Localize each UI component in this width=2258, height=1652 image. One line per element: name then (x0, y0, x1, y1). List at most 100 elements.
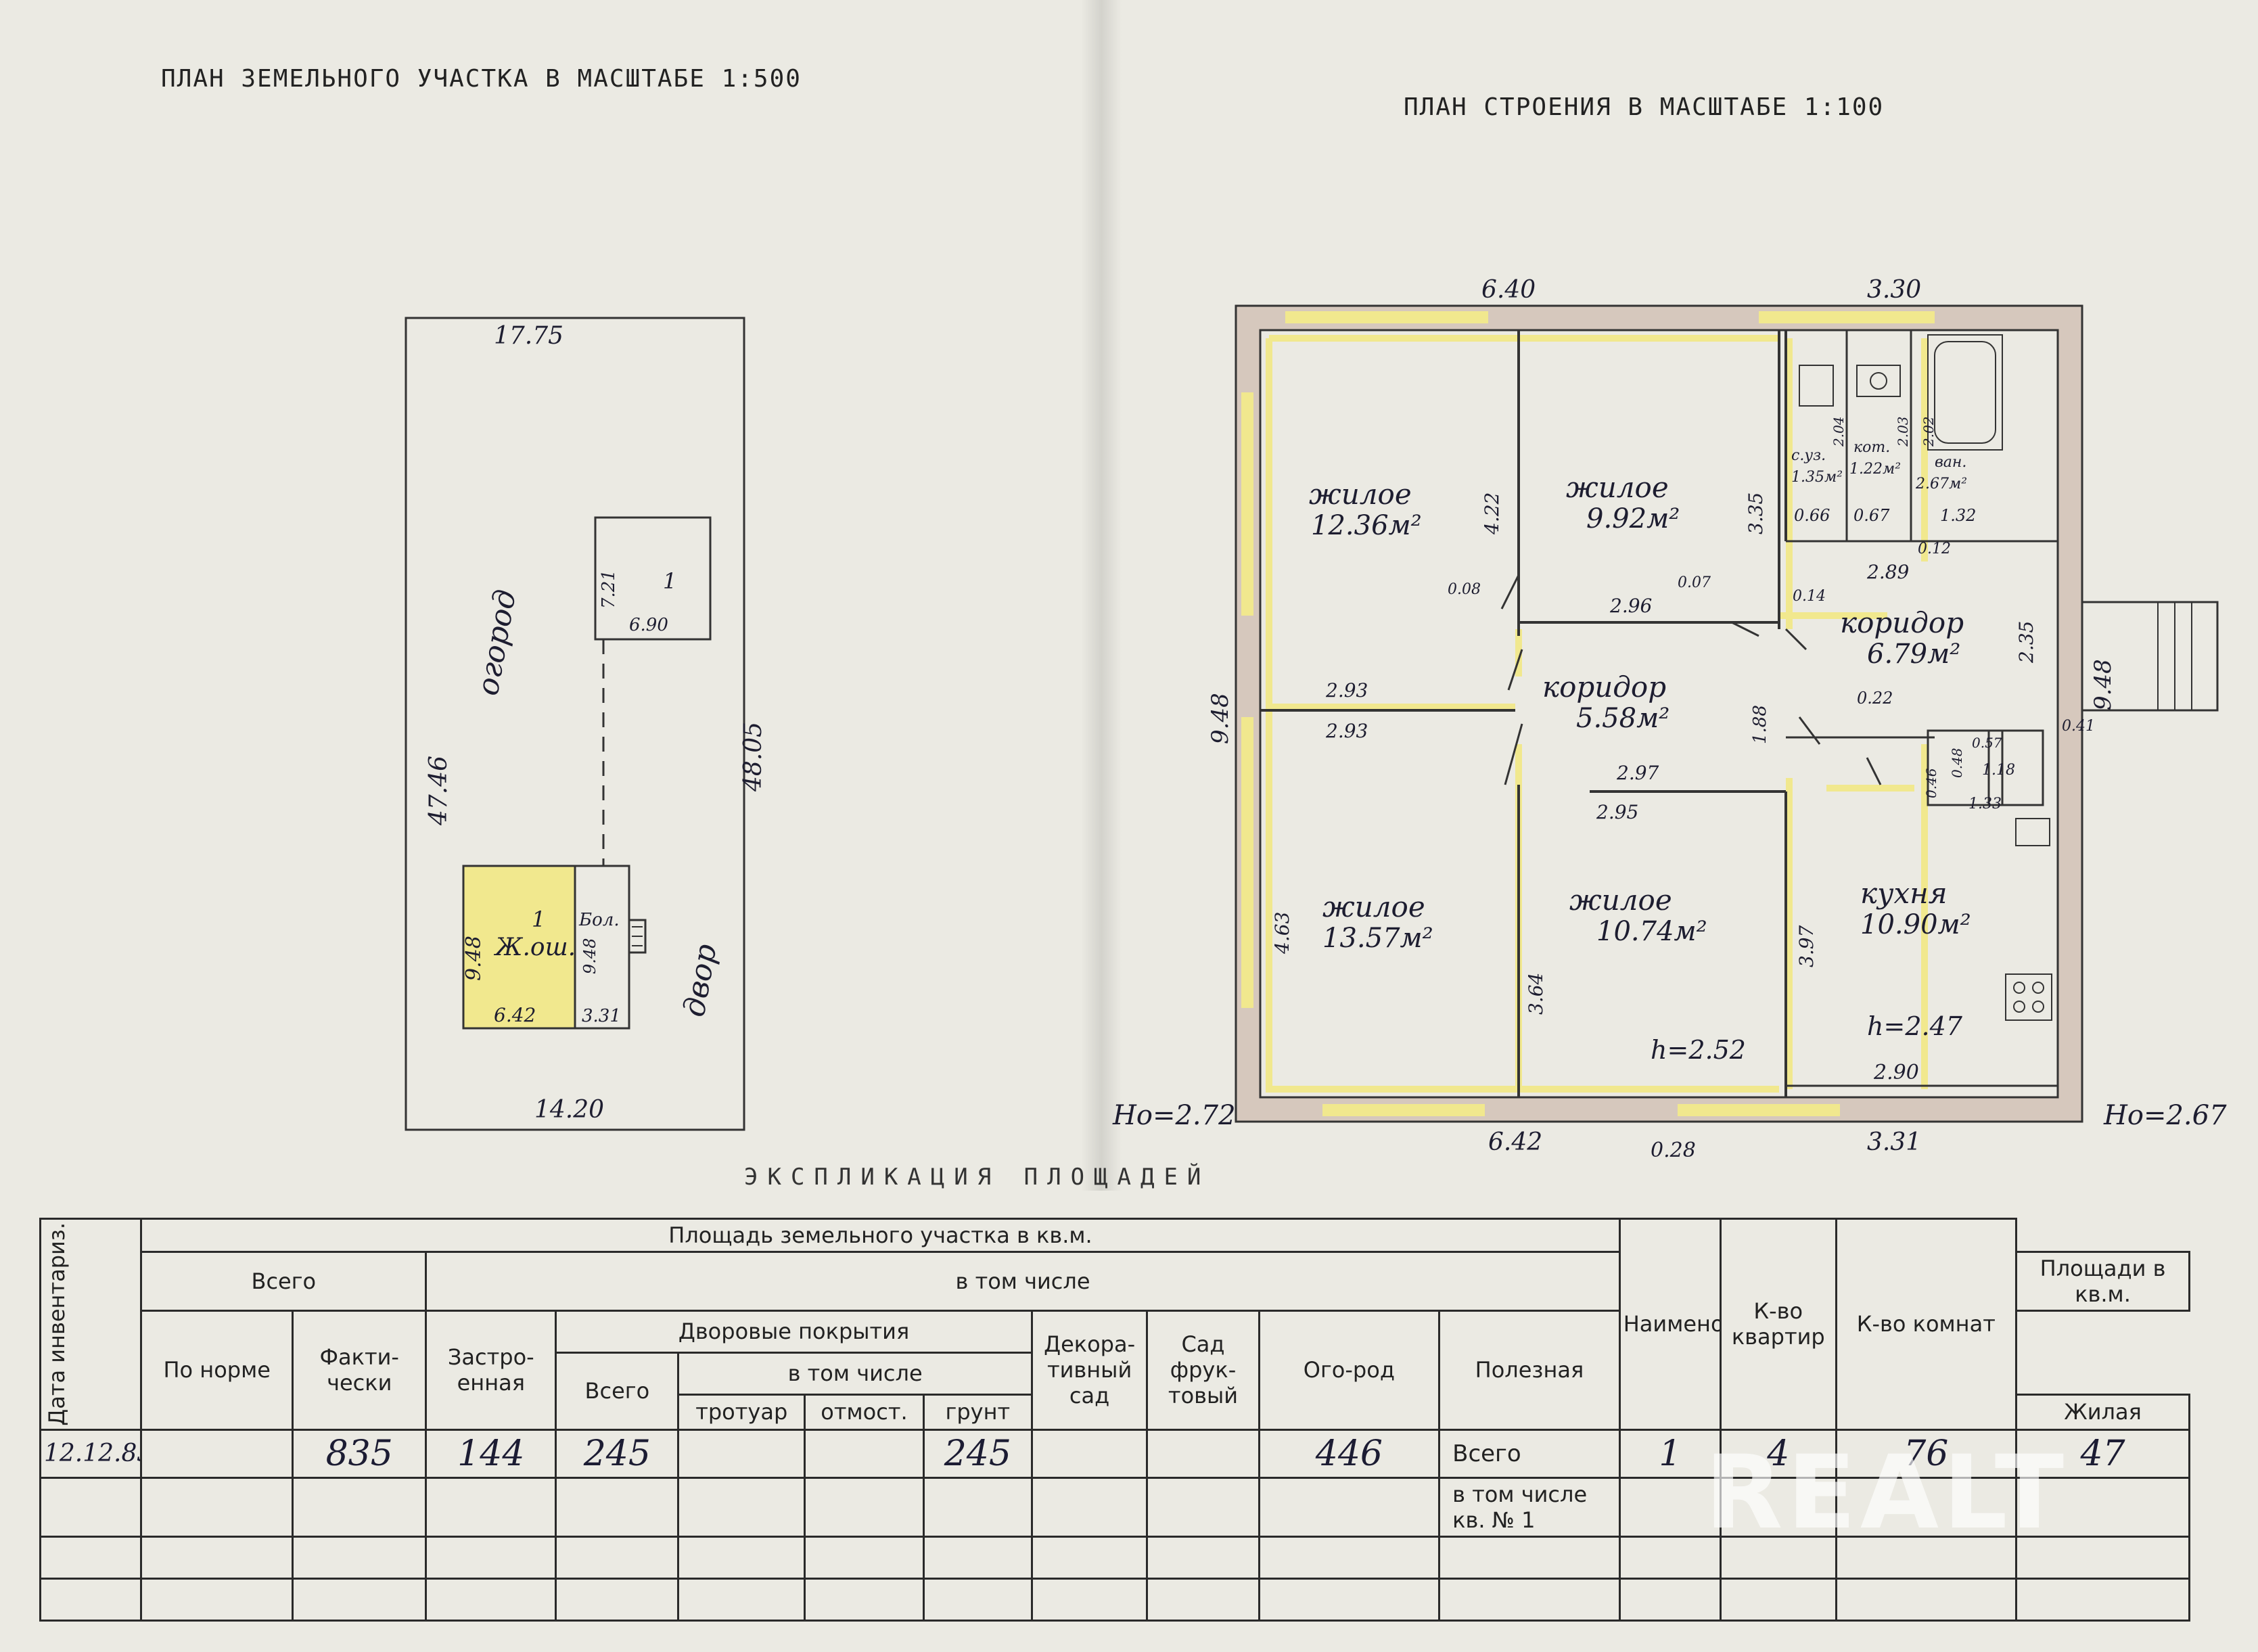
house-height: 9.48 (462, 936, 486, 981)
corridor1-dim: 1.88 (1750, 705, 1770, 744)
incl-group: в том числе (425, 1251, 1621, 1312)
col-soil: грунт (922, 1393, 1033, 1431)
dim-0-22: 0.22 (1857, 689, 1893, 708)
wc-name: с.уз. (1791, 447, 1826, 464)
porch (2081, 601, 2219, 712)
cell-decor (1030, 1428, 1149, 1479)
yard-incl-group: в том числе (677, 1351, 1033, 1396)
annex-height: 9.48 (580, 938, 599, 974)
boiler-w: 0.67 (1853, 506, 1890, 525)
dim-2-96: 2.96 (1609, 595, 1652, 617)
boiler-name: кот. (1853, 439, 1890, 456)
room4-name: жилое (1569, 884, 1672, 917)
col-garden: Ого-род (1258, 1310, 1441, 1431)
cell-date: 12.12.83 (39, 1428, 143, 1479)
bath-area: 2.67м² (1915, 476, 1967, 492)
dim-0-46: 0.46 (1923, 768, 1939, 798)
total-group: Всего (140, 1251, 428, 1312)
room1-name: жилое (1309, 478, 1412, 511)
col-decor: Декора-тивный сад (1030, 1310, 1149, 1431)
plan-bottom-wall: 0.28 (1651, 1139, 1696, 1162)
building-plan-heading: ПЛАН СТРОЕНИЯ В МАСШТАБЕ 1:100 (1404, 93, 1885, 121)
explication-table: Дата инвентариз. Площадь земельного учас… (39, 1218, 2190, 1622)
wc-w: 0.66 (1794, 506, 1830, 525)
room2-area: 9.92м² (1586, 503, 1680, 534)
col-built: Застро-енная (425, 1310, 557, 1431)
room3-area: 13.57м² (1322, 923, 1433, 954)
cell-living: 47 (2015, 1428, 2190, 1479)
table-row: в том числе кв. № 1 (39, 1476, 2190, 1538)
cell-soil: 245 (922, 1428, 1033, 1479)
shed-number: 1 (663, 568, 676, 594)
col-norm: По норме (140, 1310, 294, 1431)
dim-0-08: 0.08 (1448, 581, 1481, 598)
land-plan-heading: ПЛАН ЗЕМЕЛЬНОГО УЧАСТКА В МАСШТАБЕ 1:500 (161, 65, 802, 93)
dim-1-18: 1.18 (1982, 762, 2015, 779)
col-name-header: Наименование (1618, 1218, 1722, 1431)
dim-0-57: 0.57 (1972, 735, 2002, 751)
cell-garden: 446 (1258, 1428, 1441, 1479)
dim-0-12: 0.12 (1918, 541, 1951, 557)
cell-row2-name: в том числе кв. № 1 (1438, 1476, 1621, 1538)
kitchen-name: кухня (1860, 877, 1948, 910)
dim-2-93b: 2.93 (1325, 720, 1368, 742)
corridor1-name: коридор (1542, 670, 1666, 704)
dim-2-97: 2.97 (1616, 762, 1659, 784)
area-group: Площади в кв.м. (2015, 1251, 2190, 1312)
dim-2-95: 2.95 (1596, 801, 1638, 823)
plan-bottom-left-dim: 6.42 (1488, 1128, 1542, 1156)
room1-area: 12.36м² (1311, 510, 1422, 541)
site-bottom-dim: 14.20 (534, 1096, 604, 1124)
explication-heading: ЭКСПЛИКАЦИЯ ПЛОЩАДЕЙ (744, 1164, 1211, 1191)
cell-useful: 76 (1835, 1428, 2018, 1479)
land-area-group: Площадь земельного участка в кв.м. (140, 1218, 1621, 1252)
site-right-dim: 48.05 (739, 722, 767, 792)
col-rooms-header: К-во комнат (1835, 1218, 2018, 1431)
dim-0-07: 0.07 (1678, 574, 1711, 591)
plan-left-total: 9.48 (1207, 693, 1234, 744)
h0-right: Hо=2.67 (2103, 1100, 2227, 1131)
table-row: 12.12.83 835 144 245 245 446 Всего 1 4 7… (39, 1428, 2190, 1479)
cell-built: 144 (425, 1428, 557, 1479)
page-fold (1081, 0, 1122, 1191)
bath-name: ван. (1935, 454, 1966, 471)
room3-name: жилое (1322, 890, 1425, 923)
corridor2-name: коридор (1840, 606, 1964, 639)
corridor1-area: 5.58м² (1576, 703, 1669, 734)
cell-norm (140, 1428, 294, 1479)
shed-depth: 7.21 (599, 570, 619, 609)
cell-apts: 1 (1618, 1428, 1722, 1479)
bath-w: 1.32 (1940, 506, 1976, 525)
site-top-dim: 17.75 (494, 322, 563, 350)
corridor2-area: 6.79м² (1867, 639, 1960, 670)
plan-bottom-right-dim: 3.31 (1867, 1128, 1921, 1156)
cell-sidewalk (677, 1428, 806, 1479)
realt-watermark: REALT (1705, 1434, 2069, 1552)
kitchen-height: h=2.47 (1867, 1011, 1963, 1041)
cell-name: Всего (1438, 1428, 1621, 1479)
col-date-header: Дата инвентариз. (39, 1218, 143, 1431)
shed-outline (594, 516, 712, 641)
site-left-dim: 47.46 (425, 756, 453, 826)
col-sidewalk: тротуар (677, 1393, 806, 1431)
dim-0-41: 0.41 (2062, 718, 2095, 735)
col-orchard: Сад фрук-товый (1146, 1310, 1260, 1431)
dim-1-33: 1.33 (1968, 796, 2002, 812)
plan-top-left-dim: 6.40 (1481, 276, 1536, 304)
plan-top-right-dim: 3.30 (1867, 276, 1921, 304)
kitchen-area: 10.90м² (1860, 909, 1971, 940)
dim-0-14: 0.14 (1793, 588, 1826, 605)
site-plan: 17.75 14.20 47.46 48.05 огород двор 1 6.… (405, 317, 767, 1131)
house-outline (462, 865, 576, 1030)
cell-orchard (1146, 1428, 1260, 1479)
wc-h: 2.04 (1830, 416, 1847, 447)
room4-height: h=2.52 (1651, 1035, 1746, 1065)
annex-width: 3.31 (582, 1006, 621, 1026)
house-label: Ж.ош. (493, 934, 576, 961)
wc-area: 1.35м² (1791, 469, 1843, 486)
bath-h: 2.02 (1920, 416, 1937, 447)
yard-group: Дворовые покрытия (555, 1310, 1033, 1354)
floor-plan: 6.40 3.30 6.42 3.31 9.48 9.48 0.28 Hо=2.… (1112, 276, 2227, 1162)
room2-name: жилое (1566, 471, 1669, 504)
